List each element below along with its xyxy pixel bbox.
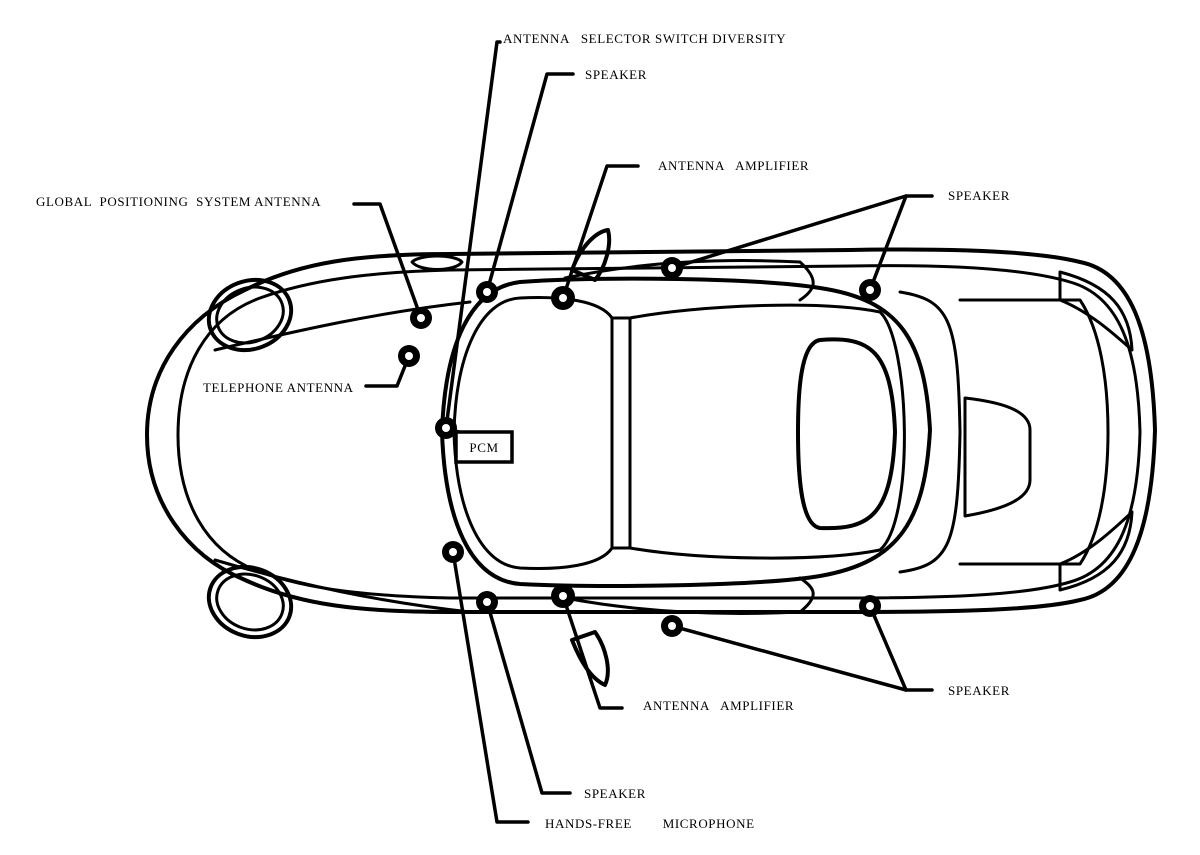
label-speaker-top-right: SPEAKER: [948, 188, 1010, 203]
component-marker-speaker-rear-lower: [859, 595, 881, 617]
cabin-outline: [440, 276, 932, 588]
component-marker-hands-free-microphone: [442, 541, 464, 563]
front-fender-line-lower: [213, 558, 472, 614]
component-marker-gps-antenna: [410, 307, 432, 329]
label-speaker-bottom-right: SPEAKER: [948, 683, 1010, 698]
label-antenna-selector-switch-diversity: ANTENNA SELECTOR SWITCH DIVERSITY: [503, 31, 786, 46]
component-marker-speaker-front-upper: [476, 281, 498, 303]
front-fender-line-upper: [213, 300, 472, 352]
side-door-lower: [563, 576, 815, 615]
side-mirror-lower: [570, 630, 610, 687]
pcm-module: PCM: [454, 430, 514, 464]
rear-deck: [898, 290, 1110, 574]
label-antenna-amplifier-bottom: ANTENNA AMPLIFIER: [643, 698, 794, 713]
pcm-label: PCM: [469, 440, 498, 455]
side-door-upper: [563, 259, 815, 302]
label-telephone-antenna: TELEPHONE ANTENNA: [203, 380, 354, 395]
component-marker-speaker-door-upper: [661, 257, 683, 279]
hood-vent: [410, 254, 464, 271]
headlight-left-lower: [206, 564, 294, 640]
tail-light-lower: [1058, 510, 1134, 592]
leader-lines: [352, 40, 934, 824]
headlight-left-upper: [206, 277, 294, 353]
component-marker-antenna-selector: [435, 417, 457, 439]
label-antenna-amplifier-top: ANTENNA AMPLIFIER: [658, 158, 809, 173]
label-global-positioning-system-antenna: GLOBAL POSITIONING SYSTEM ANTENNA: [36, 194, 321, 209]
label-hands-free-microphone: HANDS-FREE MICROPHONE: [545, 816, 755, 831]
component-marker-antenna-amplifier-upper: [551, 286, 575, 310]
component-marker-telephone-antenna: [398, 345, 420, 367]
component-marker-speaker-front-lower: [476, 591, 498, 613]
component-marker-speaker-rear-upper: [859, 279, 881, 301]
car-body-outline: [145, 247, 1157, 614]
tail-light-upper: [1058, 270, 1134, 352]
component-marker-antenna-amplifier-lower: [551, 584, 575, 608]
label-speaker-top-center: SPEAKER: [585, 67, 647, 82]
label-speaker-bottom-center: SPEAKER: [584, 786, 646, 801]
component-marker-speaker-door-lower: [661, 615, 683, 637]
rear-window: [796, 337, 897, 531]
side-mirror-upper: [570, 228, 612, 282]
